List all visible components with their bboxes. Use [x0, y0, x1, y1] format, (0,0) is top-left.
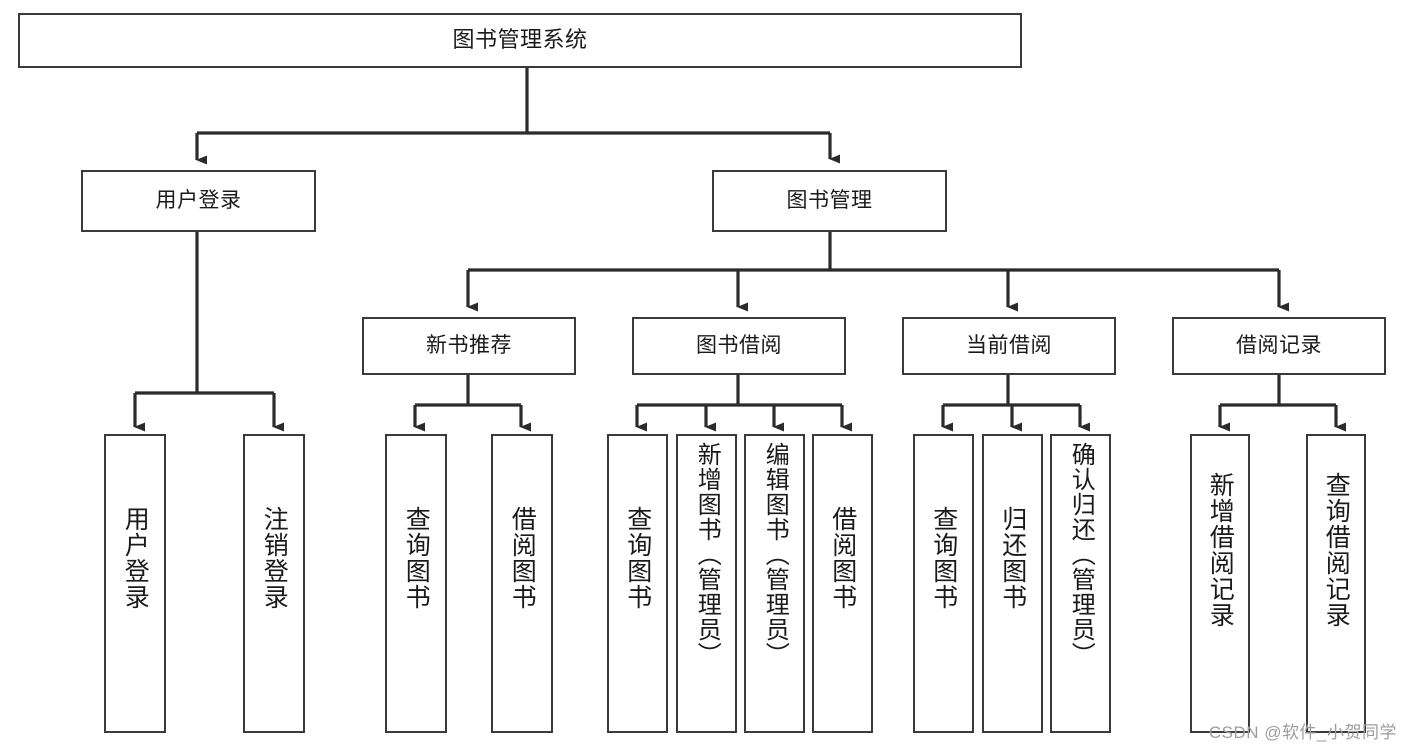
- node-leaf-borrow-book-2-label: 借阅图书: [828, 506, 857, 610]
- node-leaf-query-book-3[interactable]: 查询图书: [913, 434, 974, 733]
- node-leaf-logout-login-label: 注销登录: [260, 506, 289, 610]
- node-leaf-user-login[interactable]: 用户登录: [104, 434, 166, 733]
- node-book-borrow-label: 图书借阅: [696, 334, 782, 358]
- csdn-watermark: CSDN @软件_小贺同学: [1208, 723, 1397, 742]
- node-leaf-query-book-2-label: 查询图书: [623, 506, 652, 610]
- node-leaf-return-book-label: 归还图书: [998, 506, 1027, 610]
- node-leaf-confirm-return[interactable]: 确认归还（管理员）: [1050, 434, 1111, 733]
- node-leaf-query-book-2[interactable]: 查询图书: [607, 434, 668, 733]
- node-leaf-add-book-label: 新增图书（管理员）: [693, 442, 721, 667]
- node-leaf-confirm-return-label: 确认归还（管理员）: [1067, 442, 1095, 667]
- node-leaf-logout-login[interactable]: 注销登录: [243, 434, 305, 733]
- node-book-manage[interactable]: 图书管理: [712, 170, 947, 232]
- node-borrow-record[interactable]: 借阅记录: [1172, 317, 1386, 375]
- node-new-book-recommend[interactable]: 新书推荐: [362, 317, 576, 375]
- node-leaf-query-borrow-record-label: 查询借阅记录: [1322, 472, 1351, 628]
- node-leaf-query-book-1[interactable]: 查询图书: [385, 434, 447, 733]
- node-leaf-add-borrow-record[interactable]: 新增借阅记录: [1190, 434, 1250, 733]
- node-leaf-borrow-book-2[interactable]: 借阅图书: [812, 434, 873, 733]
- node-leaf-borrow-book-1[interactable]: 借阅图书: [491, 434, 553, 733]
- node-current-borrow[interactable]: 当前借阅: [902, 317, 1116, 375]
- node-book-manage-label: 图书管理: [786, 189, 873, 213]
- node-root-label: 图书管理系统: [452, 27, 588, 53]
- node-leaf-add-borrow-record-label: 新增借阅记录: [1206, 472, 1235, 628]
- node-book-borrow[interactable]: 图书借阅: [632, 317, 846, 375]
- node-leaf-query-borrow-record[interactable]: 查询借阅记录: [1306, 434, 1366, 733]
- node-leaf-query-book-1-label: 查询图书: [402, 506, 431, 610]
- node-leaf-borrow-book-1-label: 借阅图书: [508, 506, 537, 610]
- node-leaf-query-book-3-label: 查询图书: [929, 506, 958, 610]
- node-borrow-record-label: 借阅记录: [1236, 334, 1322, 358]
- node-leaf-edit-book-label: 编辑图书（管理员）: [761, 442, 789, 667]
- node-user-login-label: 用户登录: [155, 189, 242, 213]
- node-current-borrow-label: 当前借阅: [966, 334, 1052, 358]
- node-root[interactable]: 图书管理系统: [18, 13, 1022, 68]
- node-new-book-recommend-label: 新书推荐: [426, 334, 512, 358]
- node-leaf-return-book[interactable]: 归还图书: [982, 434, 1043, 733]
- node-leaf-edit-book[interactable]: 编辑图书（管理员）: [744, 434, 805, 733]
- node-leaf-add-book[interactable]: 新增图书（管理员）: [676, 434, 737, 733]
- node-user-login[interactable]: 用户登录: [81, 170, 316, 232]
- node-leaf-user-login-label: 用户登录: [121, 506, 150, 610]
